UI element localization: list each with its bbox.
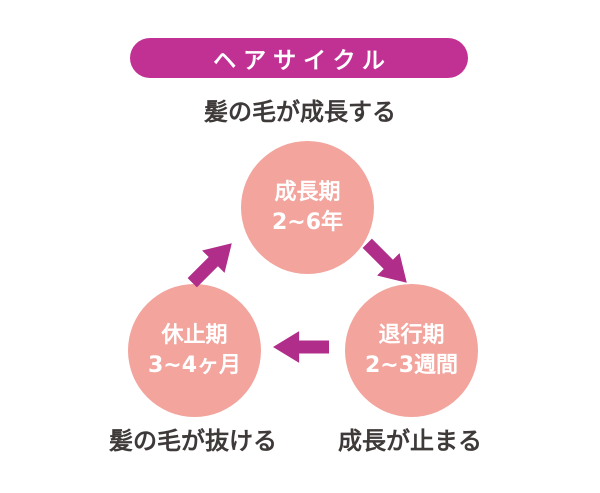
stage-name-growth: 成長期 bbox=[274, 179, 341, 205]
stage-duration-growth: 2~6年 bbox=[271, 209, 344, 235]
arrow-resting-to-growth-icon bbox=[180, 231, 244, 295]
page-title: ヘアサイクル bbox=[213, 48, 392, 74]
stage-circle-growth: 成長期 2~6年 bbox=[241, 141, 374, 274]
label-hair-grows: 髪の毛が成長する bbox=[204, 98, 396, 126]
stage-name-resting: 休止期 bbox=[161, 322, 228, 348]
stage-duration-resting: 3~4ヶ月 bbox=[147, 352, 242, 378]
arrow-growth-to-regression-icon bbox=[355, 231, 419, 295]
arrow-regression-to-resting-icon bbox=[273, 330, 329, 364]
stage-duration-regression: 2~3週間 bbox=[364, 352, 459, 378]
label-growth-stops: 成長が止まる bbox=[338, 427, 482, 455]
stage-name-regression: 退行期 bbox=[378, 322, 445, 348]
title-banner: ヘアサイクル bbox=[130, 38, 468, 78]
stage-circle-resting: 休止期 3~4ヶ月 bbox=[128, 284, 261, 417]
label-hair-falls-out: 髪の毛が抜ける bbox=[109, 427, 277, 455]
stage-circle-regression: 退行期 2~3週間 bbox=[345, 284, 478, 417]
